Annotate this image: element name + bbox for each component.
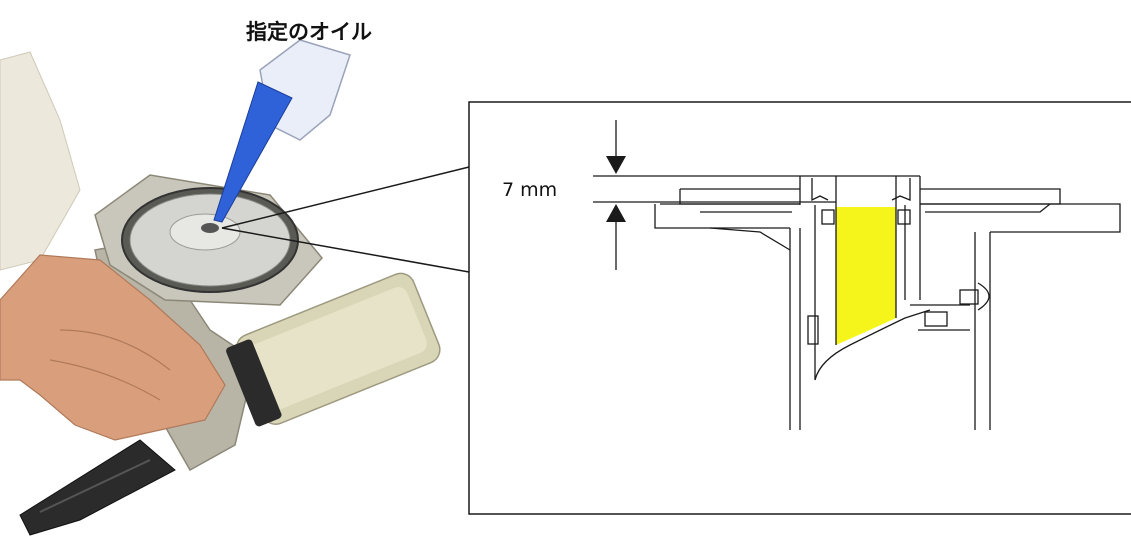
tool-photo [0,39,441,536]
dimension-arrow-down [606,156,626,174]
zoom-callout [221,166,470,273]
dimension-arrow-up [606,204,626,222]
dimension-label: 7 mm [502,179,558,201]
oil-nozzle [213,81,293,223]
sleeve [0,51,81,271]
nose-piece [19,439,176,536]
oil-fill [836,207,896,345]
hand [0,254,226,441]
oil-label: 指定のオイル [246,20,372,44]
cross-section [654,175,1121,430]
oil-hole [201,223,219,233]
air-cylinder [226,272,441,427]
